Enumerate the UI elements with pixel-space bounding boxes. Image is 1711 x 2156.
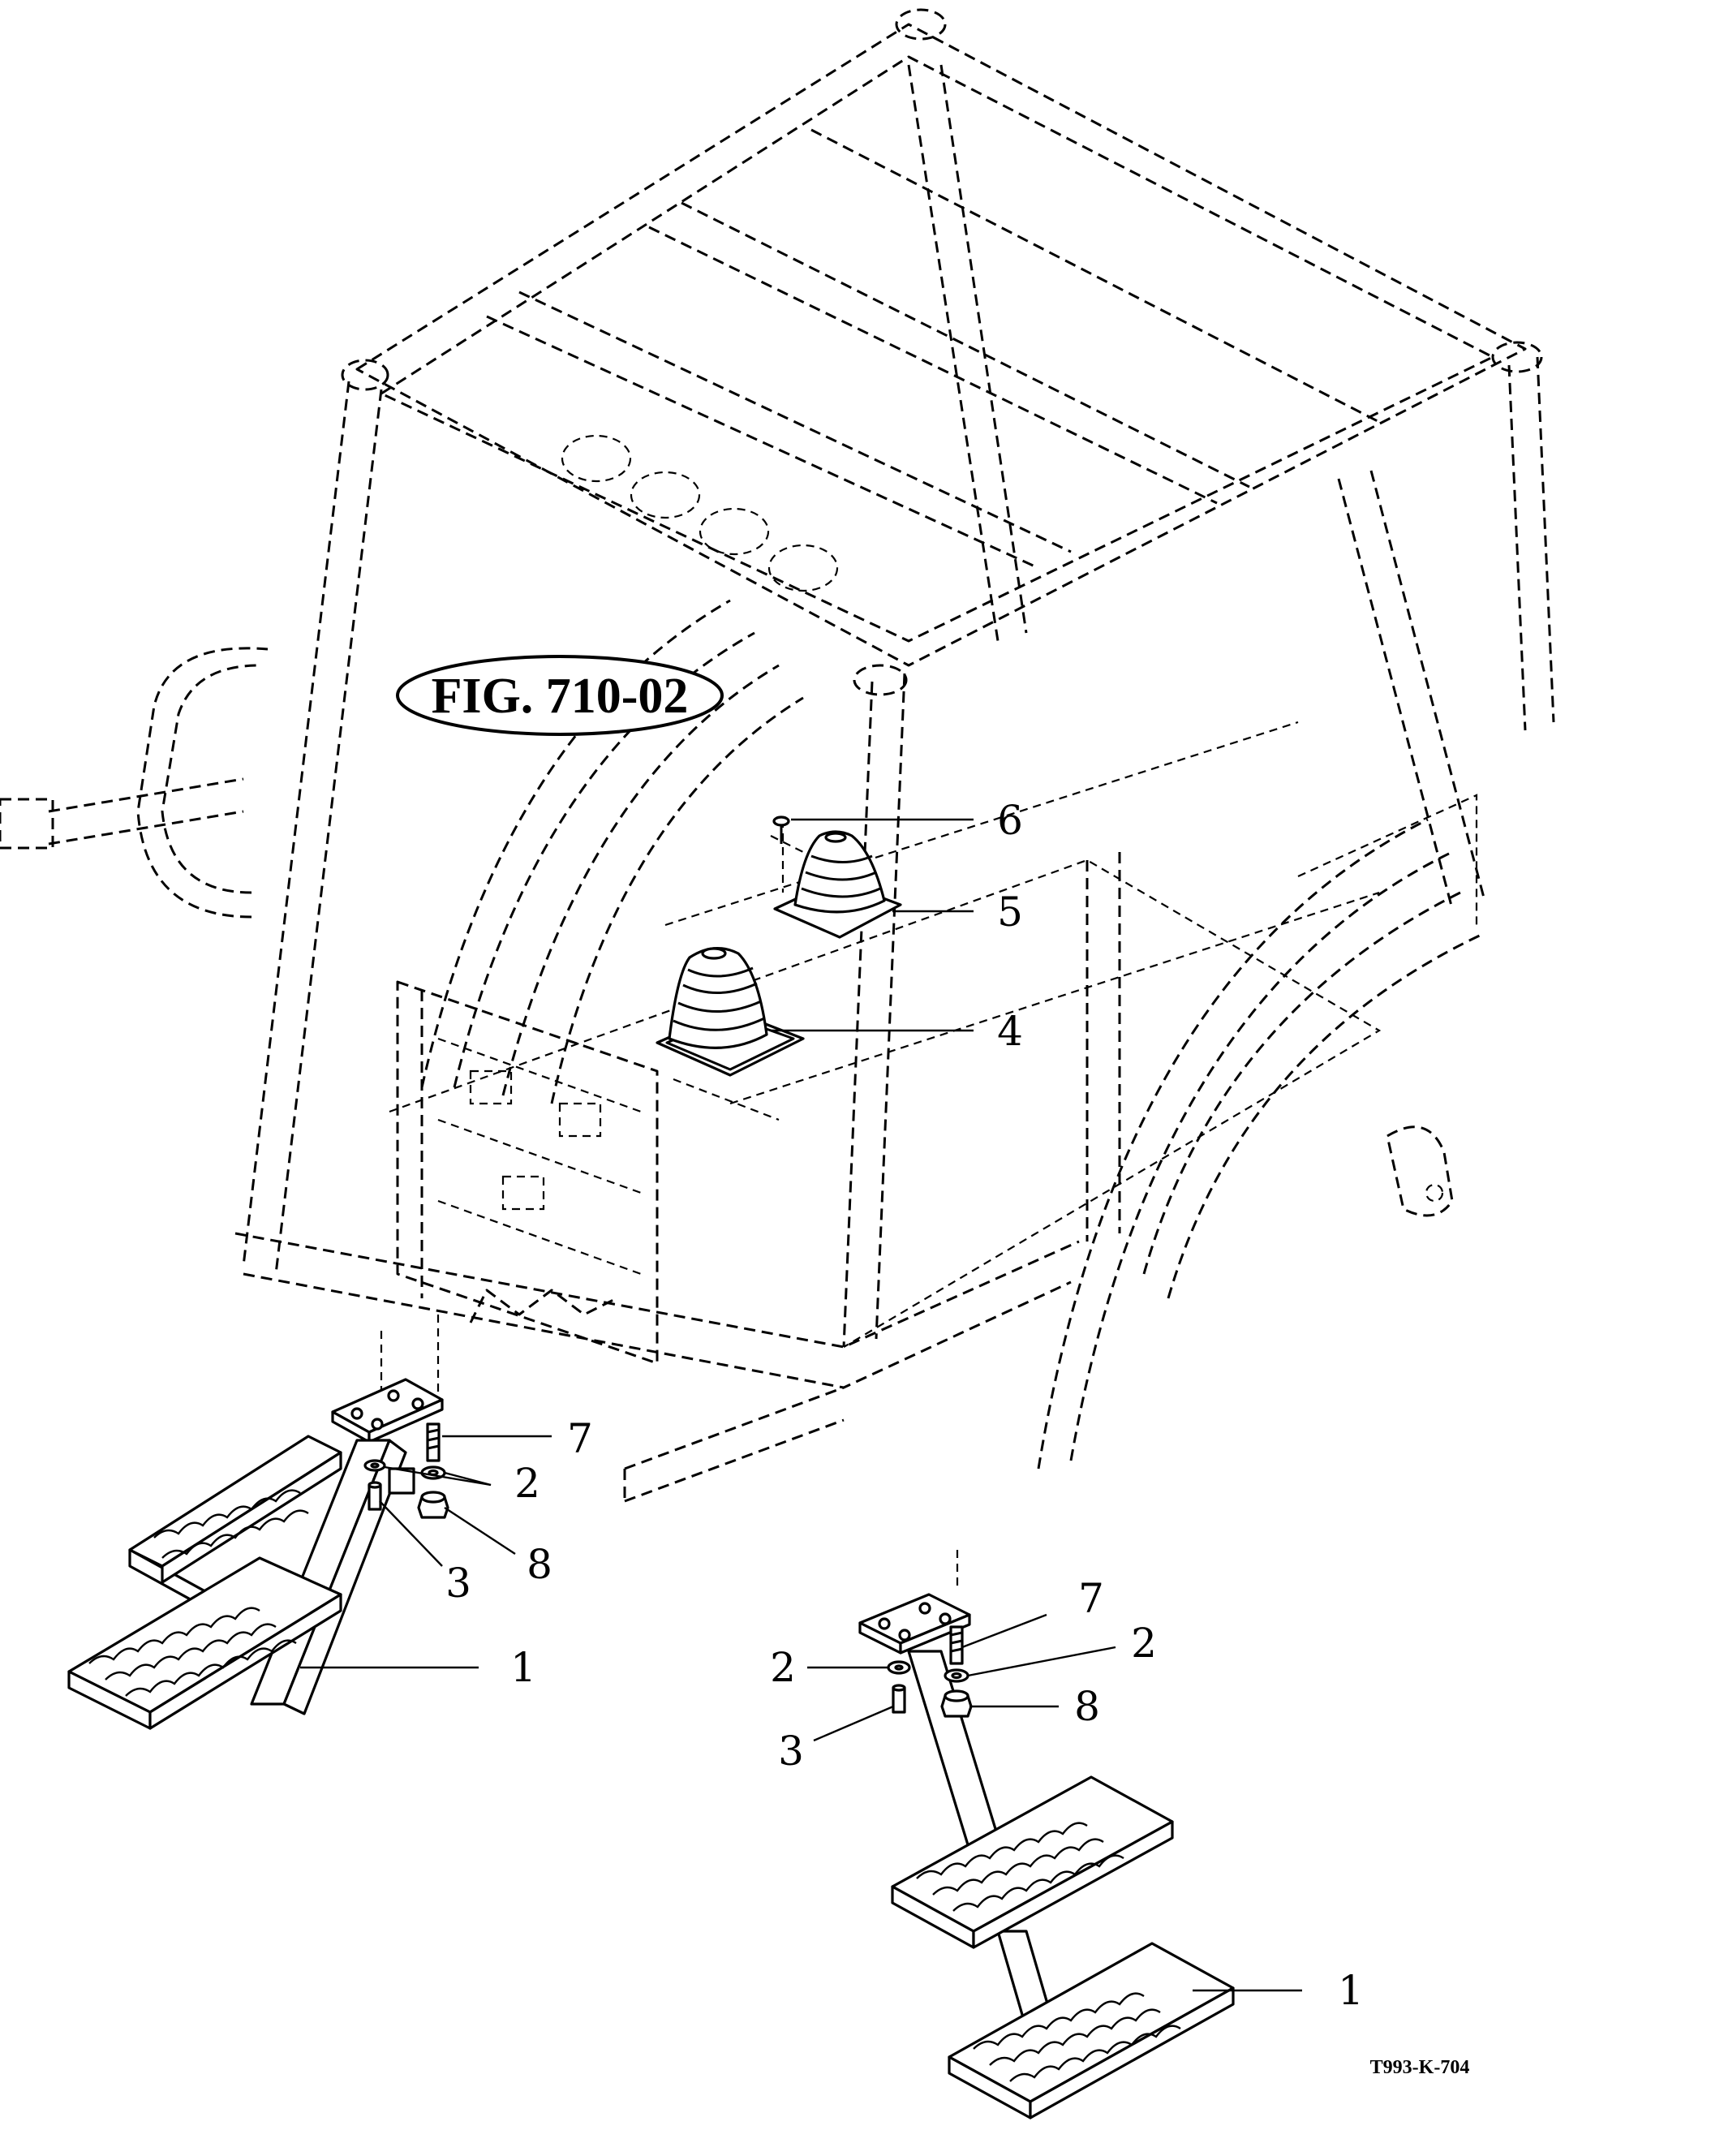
callout-7-right: 7 xyxy=(1078,1575,1104,1622)
isolator-mount-5 xyxy=(773,830,902,939)
callout-1-right: 1 xyxy=(1338,1967,1364,2014)
nut-8-left xyxy=(417,1491,449,1519)
callout-3-right: 3 xyxy=(778,1728,804,1775)
callout-8-right: 8 xyxy=(1074,1683,1100,1730)
callout-1-left: 1 xyxy=(510,1644,536,1691)
washer-2-right-a xyxy=(944,1668,969,1683)
washer-2-right-b xyxy=(887,1660,911,1675)
callout-3-left: 3 xyxy=(445,1560,471,1607)
figure-reference: FIG. 710-02 xyxy=(432,669,689,724)
isolator-mount-6-screw xyxy=(772,815,790,844)
isolator-mount-4 xyxy=(656,946,805,1077)
callout-labels: 6 5 4 7 2 3 8 1 7 2 2 8 3 1 xyxy=(445,797,1364,2014)
drawing-code: T993-K-704 xyxy=(1370,2057,1470,2078)
nut-8-right xyxy=(940,1689,973,1718)
leader-lines xyxy=(300,818,1302,1992)
step-assembly-right xyxy=(858,1593,1235,2119)
callout-2-right-a: 2 xyxy=(1131,1620,1157,1667)
figure-reference-badge: FIG. 710-02 xyxy=(396,655,724,736)
stud-7-right xyxy=(949,1625,964,1665)
stud-7-left xyxy=(426,1422,441,1462)
callout-2-left: 2 xyxy=(514,1460,540,1507)
callout-4: 4 xyxy=(997,1008,1023,1055)
bolt-3-right xyxy=(892,1684,906,1714)
callout-5: 5 xyxy=(997,889,1023,936)
hardware-right xyxy=(887,1625,973,1718)
washer-2-left-b xyxy=(363,1459,386,1472)
bolt-3-left xyxy=(368,1481,382,1511)
callout-6: 6 xyxy=(997,797,1023,844)
step-assembly-left xyxy=(67,1378,444,1730)
cab-frame xyxy=(0,8,1555,1590)
callout-7-left: 7 xyxy=(567,1415,593,1462)
callout-8-left: 8 xyxy=(527,1541,552,1588)
callout-2-right-b: 2 xyxy=(770,1644,796,1691)
